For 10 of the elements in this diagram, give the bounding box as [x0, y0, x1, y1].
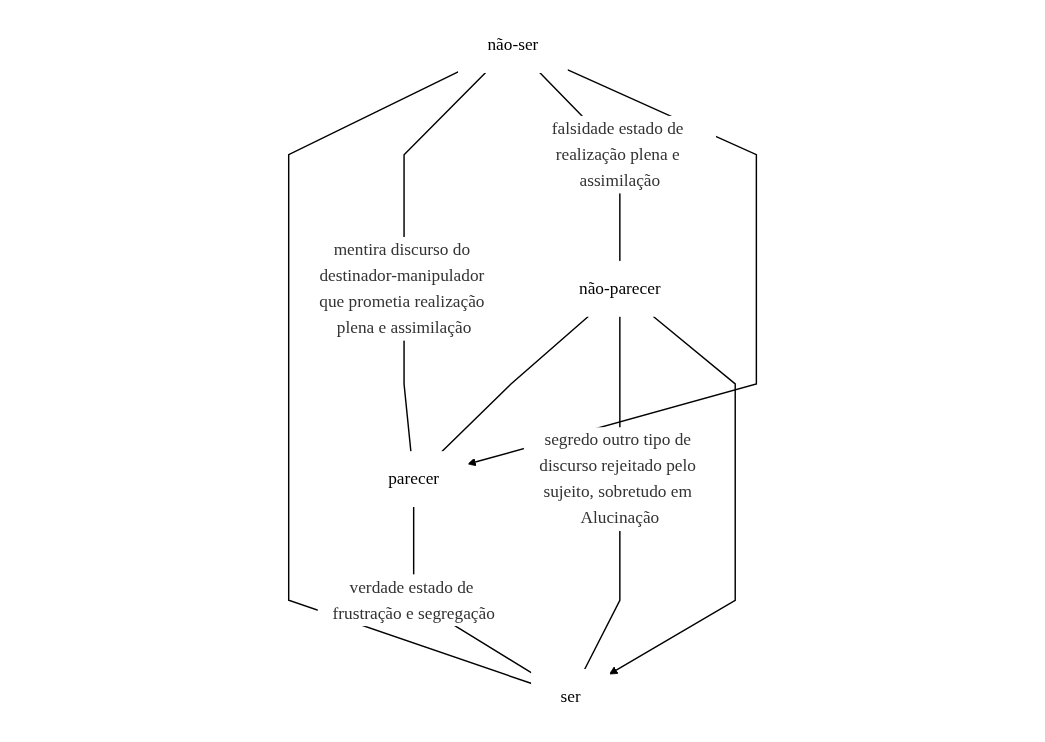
edge-label: mentira discurso do destinador-manipulador que prometia realização plena e assimilação	[319, 239, 485, 337]
arrow	[609, 315, 736, 675]
node-text: parecer	[388, 469, 440, 489]
edge-label: segredo outro tipo de discurso rejeitado pelo sujeito, sobretudo em Alucinação	[539, 430, 696, 528]
node-text: não-ser	[487, 35, 539, 55]
connector	[440, 315, 590, 453]
node-text: ser	[560, 686, 581, 707]
node-text: não-parecer	[578, 278, 661, 298]
edge-label: verdade estado de frustração e segregação	[332, 577, 495, 623]
edge-label: falsidade estado de realização plena e assimilação	[551, 118, 684, 190]
